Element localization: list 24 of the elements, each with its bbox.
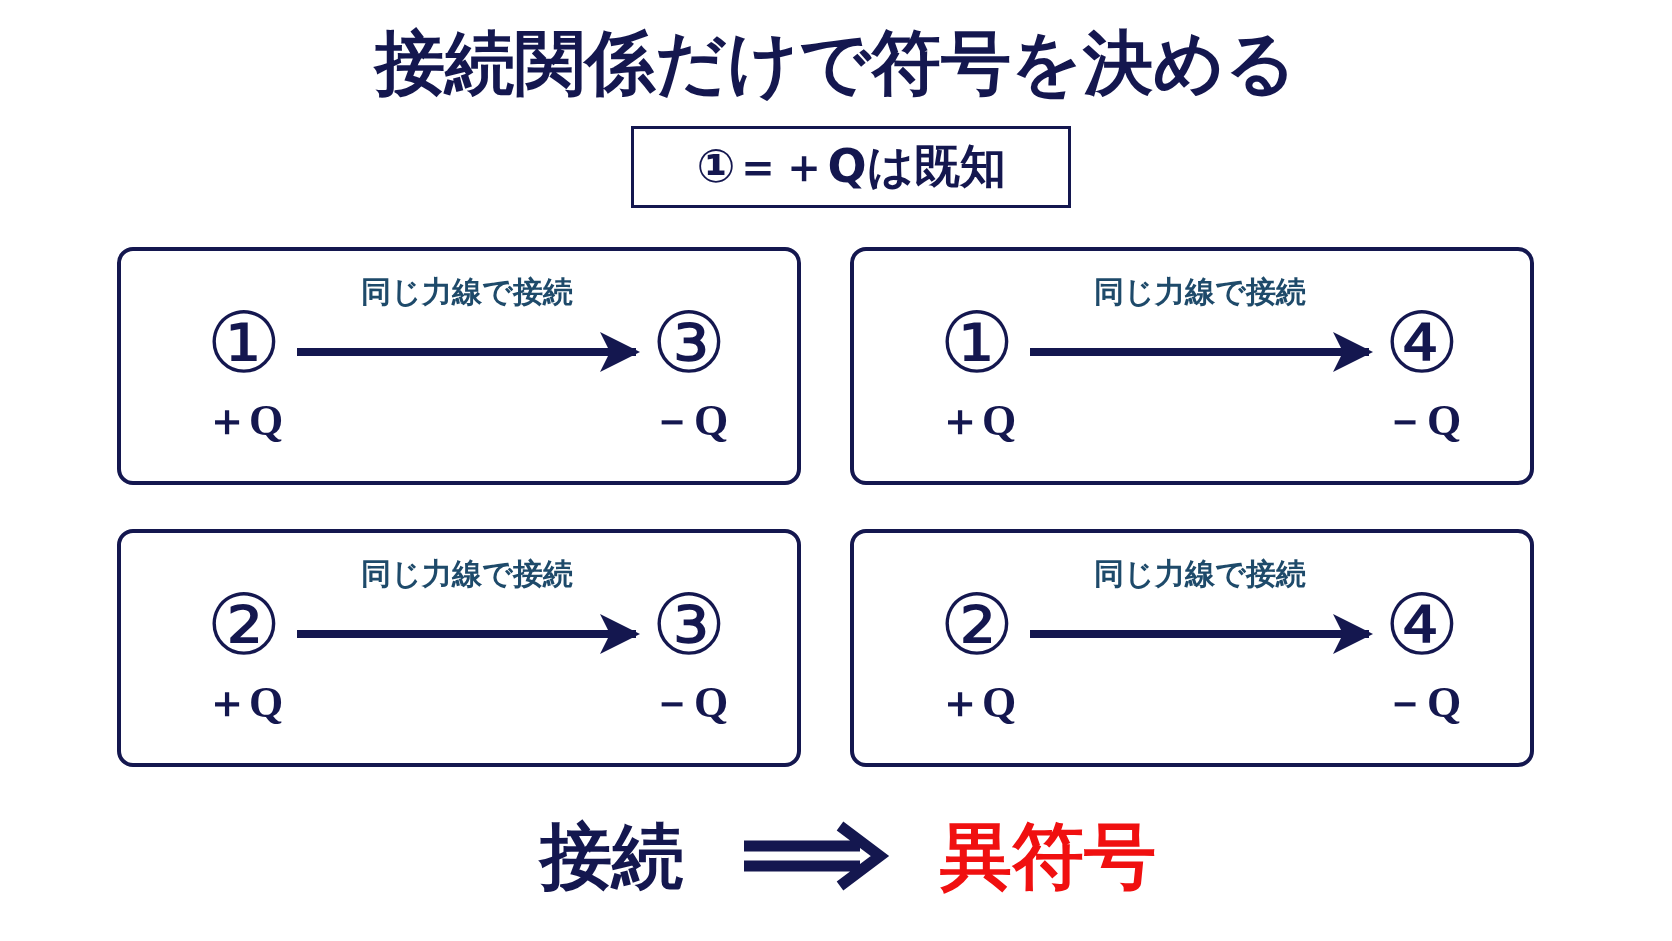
circled-number: ② <box>199 580 289 670</box>
title-text: 接続関係だけで符号を決める <box>372 21 1298 106</box>
circled-number: ④ <box>1377 298 1467 388</box>
charge-label: ＋Q <box>936 678 1018 728</box>
charge-label: －Q <box>1381 678 1463 728</box>
circled-number: ① <box>932 298 1022 388</box>
charge-label: －Q <box>1381 396 1463 446</box>
connection-panel <box>850 247 1534 485</box>
charge-label: －Q <box>648 678 730 728</box>
connection-panel <box>117 247 801 485</box>
circled-number: ② <box>932 580 1022 670</box>
charge-label: ＋Q <box>203 678 285 728</box>
circled-number: ① <box>199 298 289 388</box>
conclusion-text: 接続 <box>540 811 684 901</box>
charge-label: ＋Q <box>203 396 285 446</box>
circled-number: ③ <box>644 580 734 670</box>
conclusion-text: 異符号 <box>940 811 1156 901</box>
connection-panel <box>117 529 801 767</box>
circled-number: ③ <box>644 298 734 388</box>
circled-number: ④ <box>1377 580 1467 670</box>
charge-label: －Q <box>648 396 730 446</box>
charge-label: ＋Q <box>936 396 1018 446</box>
connection-panel <box>850 529 1534 767</box>
known-condition-box: ①＝＋Qは既知 <box>631 126 1071 208</box>
